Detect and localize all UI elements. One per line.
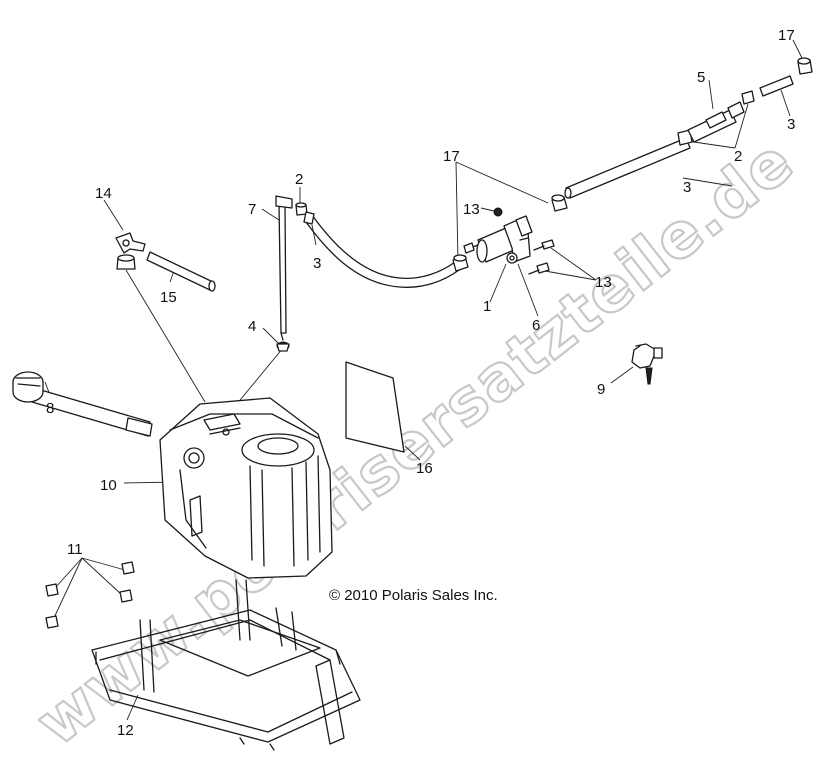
part-8-fuel-cap-filler [12, 371, 153, 437]
part-1-clip [506, 252, 518, 264]
callout-14: 14 [95, 185, 112, 202]
part-6-fuel-pump [463, 215, 533, 263]
part-9-harness-clip [631, 343, 663, 385]
part-14-vent-fitting [115, 232, 146, 254]
callout-12: 12 [117, 722, 134, 739]
copyright-text: © 2010 Polaris Sales Inc. [329, 587, 498, 604]
part-2-clamp-b [677, 90, 755, 146]
callout-9: 9 [597, 381, 605, 398]
part-3-fuel-hose-short [759, 75, 794, 97]
callout-3-b: 3 [683, 179, 691, 196]
callout-17-b: 17 [778, 27, 795, 44]
callout-17: 17 [443, 148, 460, 165]
callout-3: 3 [313, 255, 321, 272]
part-12-frame [91, 579, 361, 751]
callout-5: 5 [697, 69, 705, 86]
callout-8: 8 [46, 400, 54, 417]
part-17-sleeve-c [797, 57, 813, 75]
part-5-fuel-filter [687, 101, 745, 143]
callout-10: 10 [100, 477, 117, 494]
part-4-grommet [276, 341, 290, 352]
callout-11: 11 [67, 541, 83, 558]
part-17-sleeve [452, 254, 469, 272]
callout-2-b: 2 [734, 148, 742, 165]
callout-13-b: 13 [595, 274, 612, 291]
callout-1: 1 [483, 298, 491, 315]
part-16-decal [345, 361, 405, 453]
callout-16: 16 [416, 460, 433, 477]
part-3-fuel-hose-long [564, 137, 691, 199]
callout-6: 6 [532, 317, 540, 334]
leader-lines [44, 39, 804, 721]
part-3-fuel-hose-curved [303, 211, 460, 288]
part-10-fuel-tank [159, 397, 333, 579]
callout-7: 7 [248, 201, 256, 218]
callouts: 1 2 2 3 3 3 4 5 6 7 8 9 10 11 12 13 13 1… [46, 27, 795, 739]
callout-2: 2 [295, 171, 303, 188]
part-7-pickup-tube [275, 195, 293, 341]
watermark-text: www.polarisersatzteile.de [22, 124, 807, 759]
callout-4: 4 [248, 318, 256, 335]
part-13-bolts [528, 239, 555, 275]
part-17-sleeve-b [551, 194, 568, 212]
callout-15: 15 [160, 289, 177, 306]
part-15-vent-hose [146, 251, 216, 292]
callout-3-c: 3 [787, 116, 795, 133]
grommet [116, 254, 136, 270]
part-13-nut [493, 207, 503, 217]
part-11-bolts [45, 561, 135, 629]
callout-13: 13 [463, 201, 480, 218]
